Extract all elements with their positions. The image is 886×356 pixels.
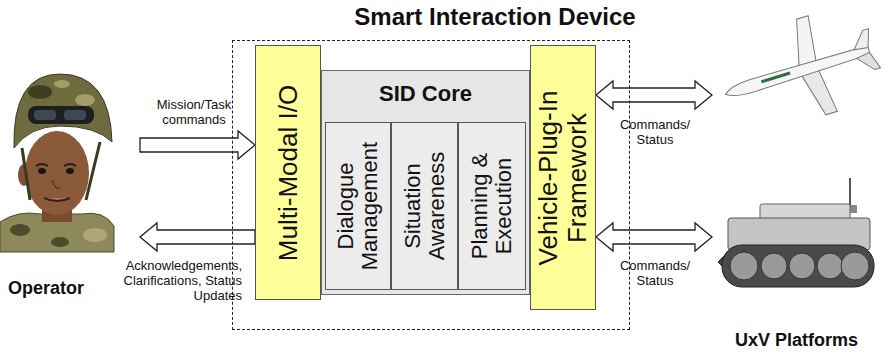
robot-wheel xyxy=(761,253,787,279)
platform-group: UxV Platforms xyxy=(712,55,886,356)
robot-illustration xyxy=(718,178,874,287)
core-box: SID CoreDialogue Management Situation Awa… xyxy=(321,70,530,295)
camo-spot xyxy=(51,237,69,247)
soldier-mouth xyxy=(44,198,70,201)
chin-strap xyxy=(86,142,100,200)
drone-fuselage xyxy=(723,44,870,100)
drone-tail xyxy=(849,29,873,52)
edge-label: Commands/ Status xyxy=(616,258,694,288)
robot-wheel xyxy=(817,253,843,279)
soldier-eye xyxy=(36,164,48,166)
core-module: Planning & Execution xyxy=(458,122,526,290)
chin-strap xyxy=(22,148,30,200)
block-arrow xyxy=(596,81,712,109)
drone-marking xyxy=(761,72,791,84)
soldier-pupil xyxy=(38,168,46,174)
block-arrow xyxy=(596,223,712,251)
node-label: Planning & Execution xyxy=(468,128,516,284)
goggle-lens xyxy=(34,110,56,120)
node-label: Dialogue Management xyxy=(334,128,382,284)
node-label: Situation Awareness xyxy=(400,128,448,284)
block-arrow xyxy=(140,131,255,159)
camo-spot xyxy=(28,85,52,99)
node-label: SID Core xyxy=(322,81,529,107)
node-label: UxV Platforms xyxy=(735,330,880,352)
camo-spot xyxy=(75,94,95,106)
camo-spot xyxy=(10,224,30,236)
drone-illustration xyxy=(711,0,886,141)
soldier-goggles xyxy=(28,106,94,124)
edge-label: Commands/ Status xyxy=(616,117,694,147)
device-boundary: Smart Interaction DeviceMulti-Modal I/OS… xyxy=(232,40,630,330)
camo-spot xyxy=(83,228,107,242)
robot-track xyxy=(722,245,874,287)
goggle-lens xyxy=(64,110,86,120)
plugin-module: Vehicle-Plug-In Framework xyxy=(530,45,596,310)
operator-node: Operator xyxy=(0,70,140,300)
soldier-eye xyxy=(64,164,76,166)
robot-wheel xyxy=(730,252,758,280)
edge-label: Acknowledgements, Clarifications, Status… xyxy=(114,258,242,303)
block-arrow xyxy=(140,223,255,251)
soldier-nose xyxy=(52,180,60,188)
soldier-face xyxy=(25,131,89,215)
edge-label: Mission/Task commands xyxy=(146,97,242,127)
robot-wheel xyxy=(789,253,815,279)
core-module: Dialogue Management xyxy=(325,122,391,290)
drone-tail xyxy=(856,51,880,74)
node-label: Operator xyxy=(8,278,120,300)
node-label: Vehicle-Plug-In Framework xyxy=(534,51,591,304)
node-label: Multi-Modal I/O xyxy=(274,51,303,294)
core-module: Situation Awareness xyxy=(391,122,458,290)
robot-wheel xyxy=(841,252,869,280)
soldier-helmet xyxy=(14,74,112,148)
io-module: Multi-Modal I/O xyxy=(255,45,321,300)
device-title: Smart Interaction Device xyxy=(354,3,635,31)
soldier-illustration xyxy=(0,74,114,252)
soldier-pupil xyxy=(66,168,74,174)
camo-spot xyxy=(54,80,70,88)
